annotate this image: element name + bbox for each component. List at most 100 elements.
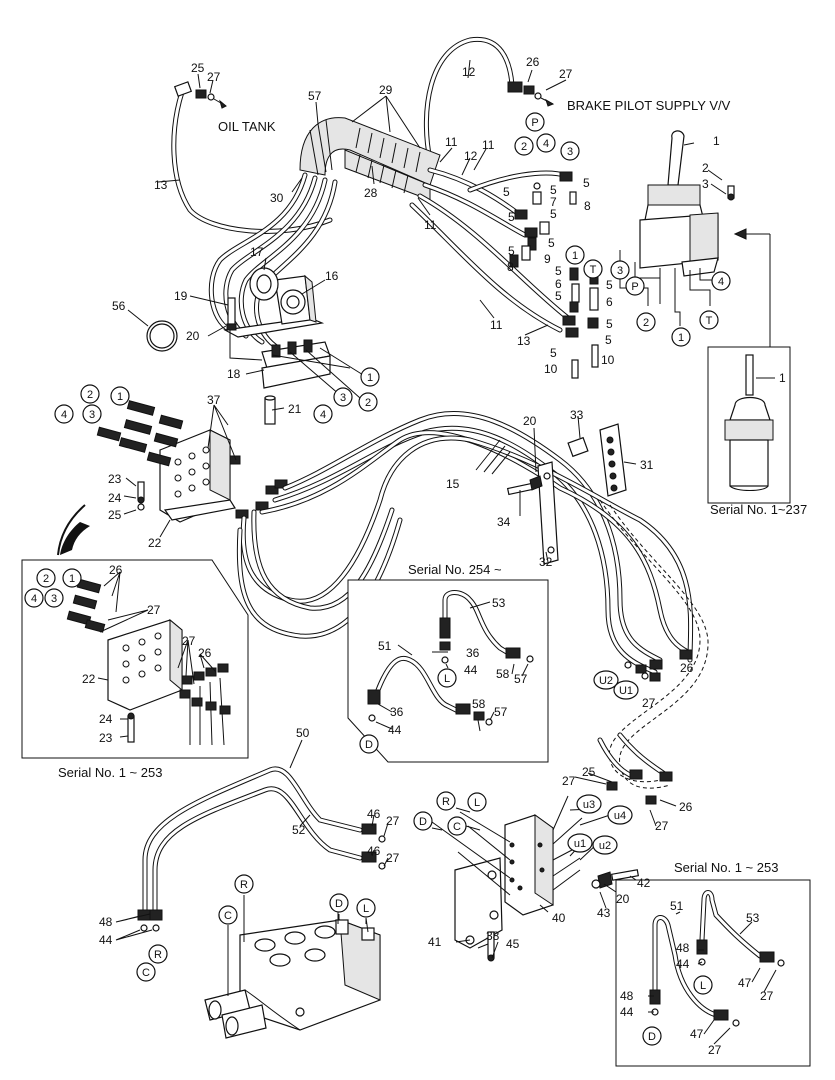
port-marker: D [413,811,433,831]
callout: 37 [207,393,221,407]
callout: 48 [676,941,690,955]
callout: 46 [367,807,381,821]
port-marker: u1 [567,833,593,853]
callout: 3 [702,177,709,191]
callout: 22 [148,536,162,550]
callout: 5 [606,317,613,331]
port-marker: 3 [610,260,630,280]
callout: 51 [670,899,684,913]
svg-text:D: D [648,1031,656,1043]
svg-text:u3: u3 [583,799,595,811]
callout: 47 [690,1027,704,1041]
serial-1-253-right-inset [615,879,811,1067]
hose-sleeve-bundle [299,117,441,201]
callout: 6 [555,277,562,291]
port-marker: 1 [110,386,130,406]
callout: 5 [550,346,557,360]
callout: 27 [182,634,196,648]
callout: 34 [497,515,511,529]
callout: 26 [109,563,123,577]
callout: 52 [292,823,306,837]
callout: 12 [462,65,476,79]
svg-text:3: 3 [567,146,573,158]
callout: 5 [606,278,613,292]
callout: 44 [620,1005,634,1019]
svg-text:3: 3 [340,392,346,404]
callout: 58 [472,697,486,711]
callout: 26 [680,661,694,675]
svg-text:2: 2 [87,389,93,401]
port-marker: 4 [54,404,74,424]
svg-text:1: 1 [367,372,373,384]
callout: 26 [198,646,212,660]
svg-text:U1: U1 [619,685,633,697]
svg-text:1: 1 [117,391,123,403]
port-marker: L [356,898,376,918]
port-marker: R [436,791,456,811]
svg-text:4: 4 [543,138,549,150]
callout: 15 [446,477,460,491]
svg-text:P: P [631,281,638,293]
steel-tubes [137,766,386,932]
callout: 11 [482,138,495,152]
callout: 5 [508,244,515,258]
callout: 33 [570,408,584,422]
port-marker: T [699,310,719,330]
callout: 56 [112,299,126,313]
callout: 57 [308,89,322,103]
port-marker: 3 [82,404,102,424]
callout: 27 [708,1043,722,1057]
callout: 23 [108,472,122,486]
port-marker: 2 [80,384,100,404]
callout: 24 [99,712,113,726]
port-marker: 4 [313,404,333,424]
callout-numbers: 25 27 13 57 29 28 30 12 26 27 11 11 12 1… [82,55,786,1057]
callout: 5 [548,236,555,250]
callout: 5 [583,176,590,190]
svg-text:4: 4 [320,409,326,421]
callout: 44 [388,723,402,737]
captions: OIL TANK BRAKE PILOT SUPPLY V/V Serial N… [58,98,807,875]
callout: 27 [760,989,774,1003]
callout: 27 [562,774,576,788]
port-marker: 2 [514,136,534,156]
port-marker: 2 [636,312,656,332]
svg-text:R: R [154,949,162,961]
callout: 46 [367,844,381,858]
callout: 27 [207,70,221,84]
callout: 41 [428,935,442,949]
port-marker: D [642,1026,662,1046]
callout: 40 [552,911,566,925]
callout: 5 [555,264,562,278]
callout: 21 [288,402,302,416]
brake-pilot-label: BRAKE PILOT SUPPLY V/V [567,98,731,113]
svg-text:3: 3 [51,593,57,605]
port-marker: L [437,668,457,688]
callout: 25 [191,61,205,75]
svg-text:L: L [363,903,369,915]
svg-text:T: T [706,315,713,327]
serial-1-237-label: Serial No. 1~237 [710,502,807,517]
callout: 5 [508,210,515,224]
port-marker: 2 [36,568,56,588]
svg-text:U2: U2 [599,675,613,687]
port-marker: T [583,259,603,279]
callout: 1 [713,134,720,148]
callout: 10 [601,353,615,367]
port-marker: u4 [607,805,633,825]
callout: 5 [503,185,510,199]
callout: 20 [616,892,630,906]
port-marker: 4 [24,588,44,608]
port-marker: C [447,816,467,836]
callout: 38 [486,929,500,943]
port-marker: C [136,962,156,982]
svg-text:u1: u1 [574,838,586,850]
callout: 48 [99,915,113,929]
callout: 7 [550,195,557,209]
callout: 51 [378,639,392,653]
callout: 5 [555,289,562,303]
callout: 27 [655,819,669,833]
callout: 29 [379,83,393,97]
svg-text:1: 1 [678,332,684,344]
